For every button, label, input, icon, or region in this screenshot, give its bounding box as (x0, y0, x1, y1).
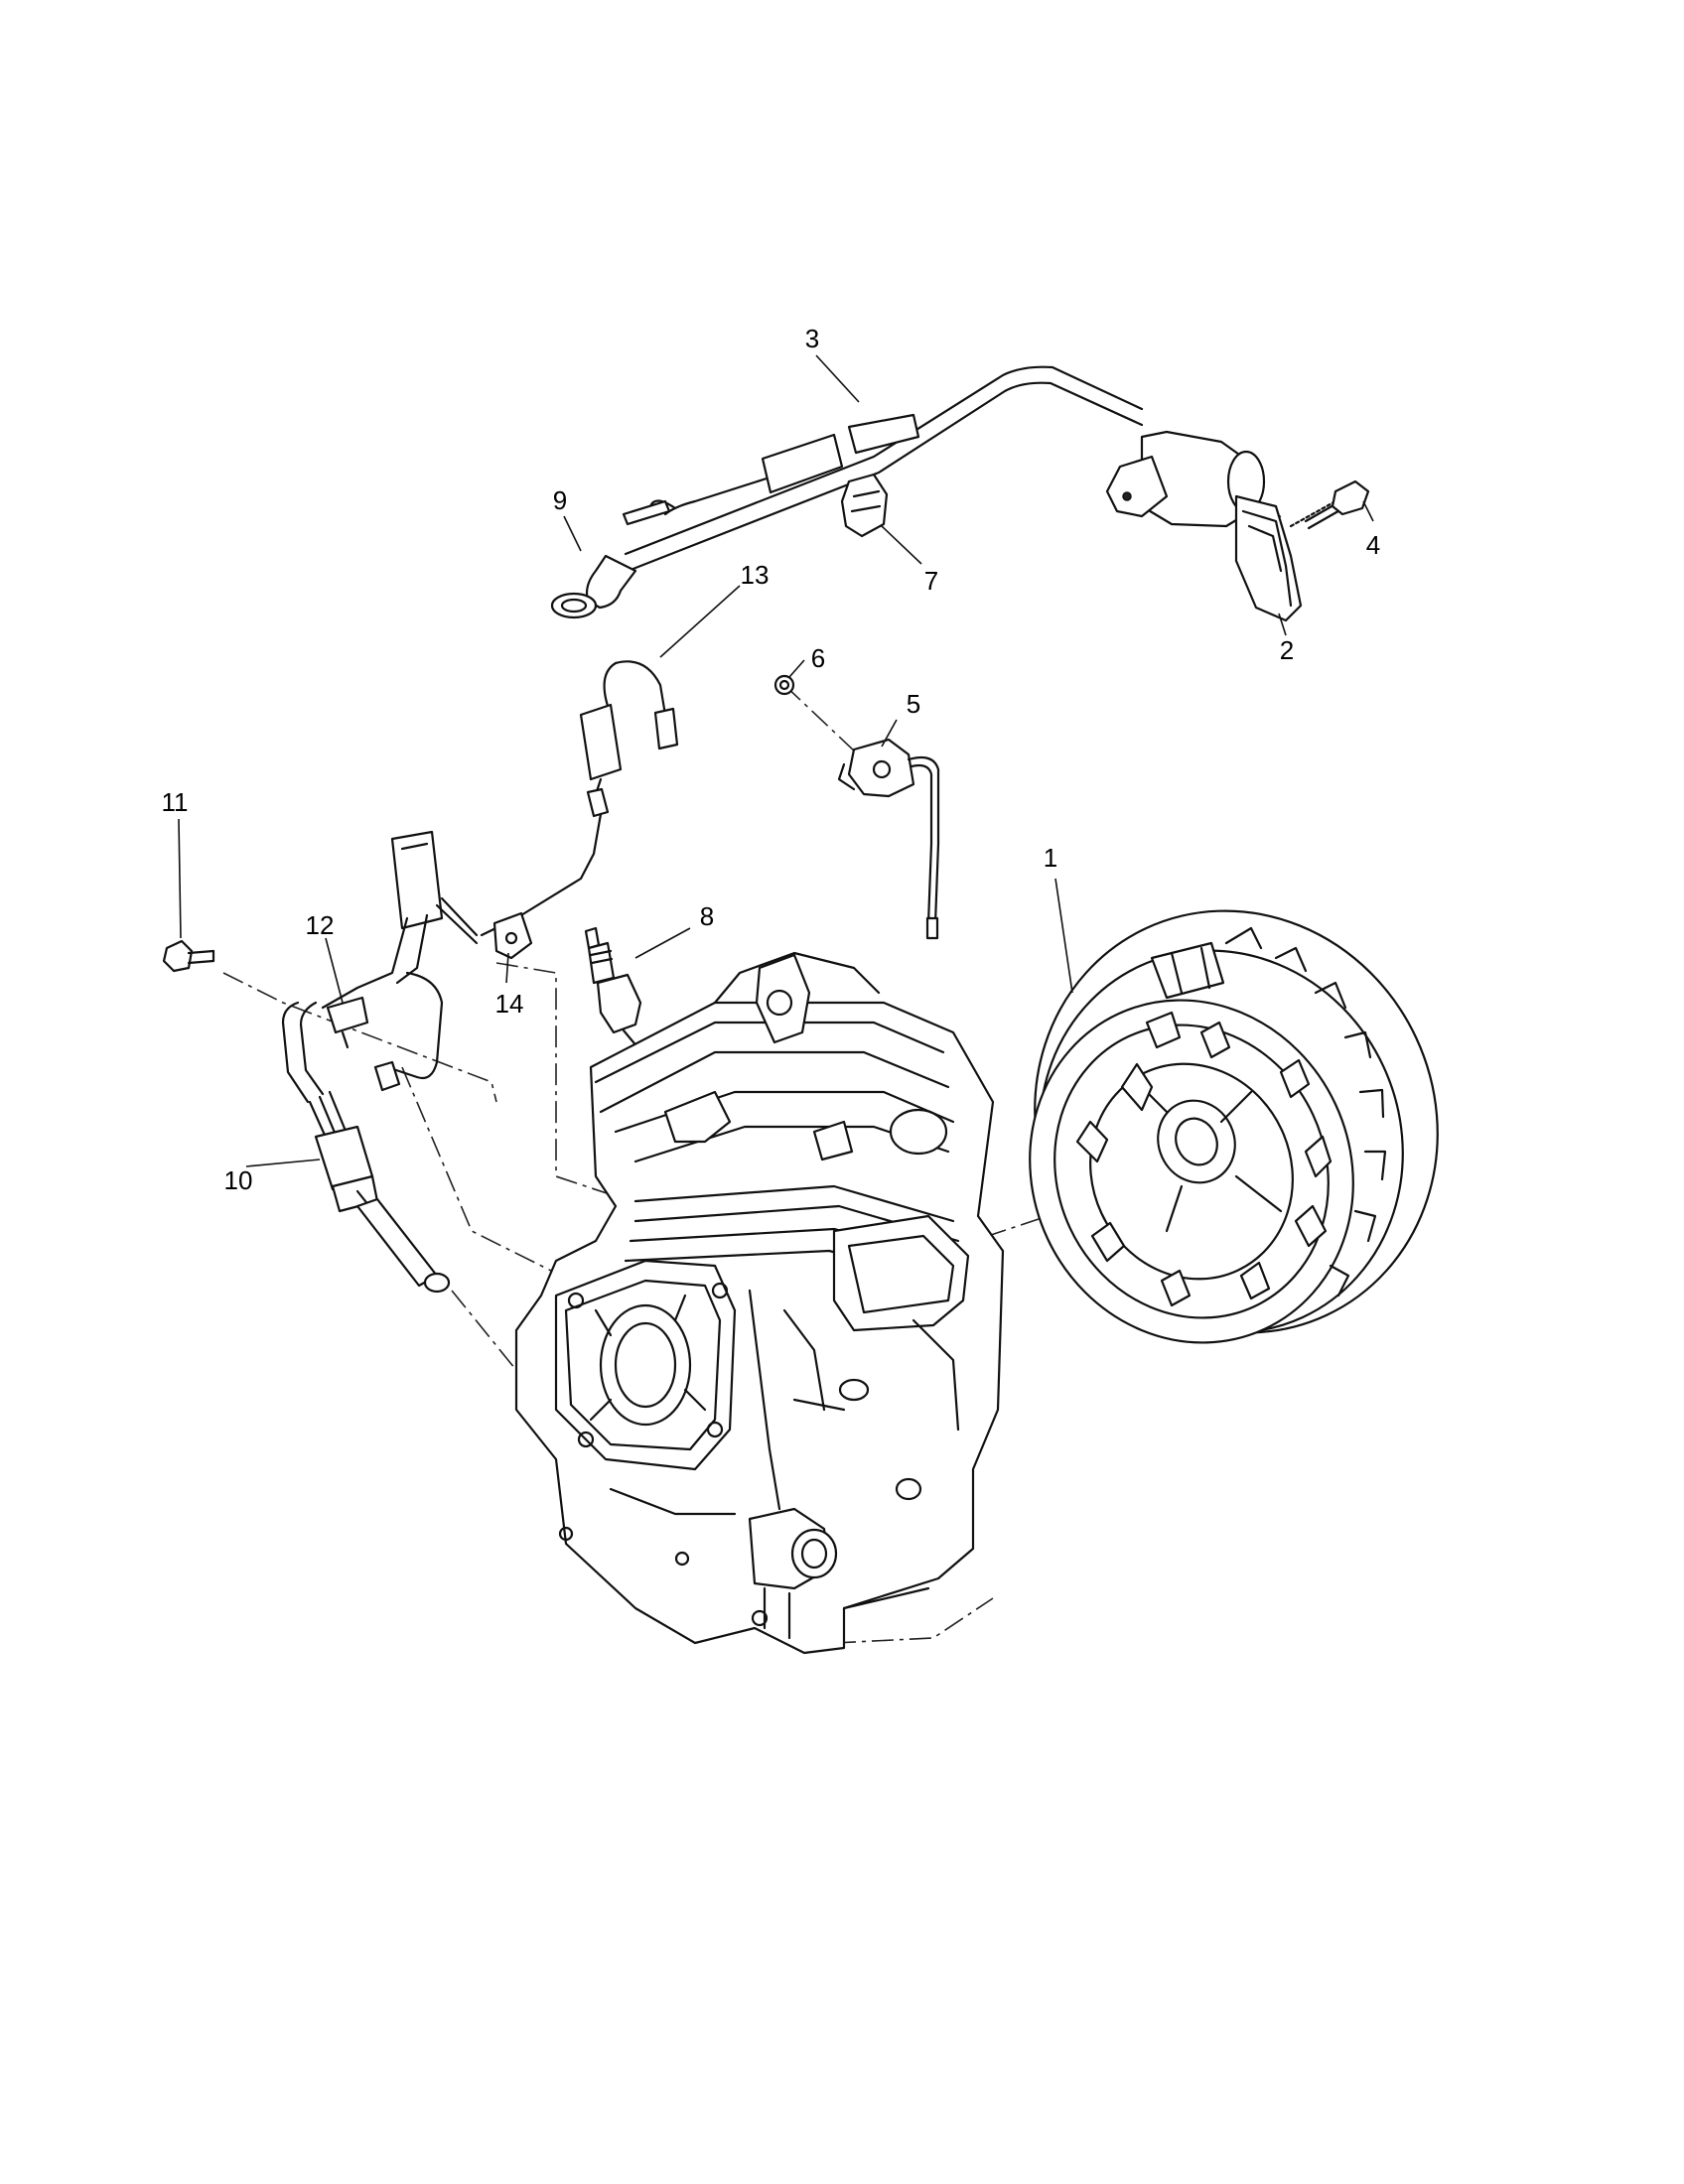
ignition-coil (1105, 430, 1303, 622)
callout-12: 12 (306, 910, 335, 940)
callout-6: 6 (811, 643, 825, 673)
spark-plug (584, 926, 645, 1056)
sensor-lead (480, 660, 679, 937)
callout-7: 7 (924, 566, 938, 596)
cable-clip (840, 473, 889, 538)
cable-clamp (492, 911, 533, 960)
callout-11: 11 (162, 787, 189, 817)
wire-harness (281, 830, 479, 1144)
ht-lead (622, 365, 1144, 572)
sensor-assembly (773, 674, 940, 940)
callout-4: 4 (1366, 530, 1380, 560)
plug-boot (550, 554, 637, 619)
callout-8: 8 (700, 901, 714, 931)
harness-bolt (162, 939, 215, 973)
callout-2: 2 (1280, 635, 1294, 665)
callout-10: 10 (224, 1165, 253, 1195)
coil-bolt (1289, 479, 1370, 530)
callout-9: 9 (553, 485, 567, 515)
callout-1: 1 (1044, 843, 1057, 873)
callout-14: 14 (495, 989, 524, 1019)
callout-labels: 1 2 3 4 5 6 7 8 9 10 11 12 13 14 (162, 324, 1381, 1195)
callout-13: 13 (741, 560, 770, 590)
leader-lines (178, 354, 1374, 1167)
engine-block (514, 951, 1005, 1655)
flywheel (1029, 909, 1439, 1344)
callout-5: 5 (907, 689, 920, 719)
callout-3: 3 (805, 324, 819, 353)
engine-stop-switch (314, 1125, 451, 1294)
